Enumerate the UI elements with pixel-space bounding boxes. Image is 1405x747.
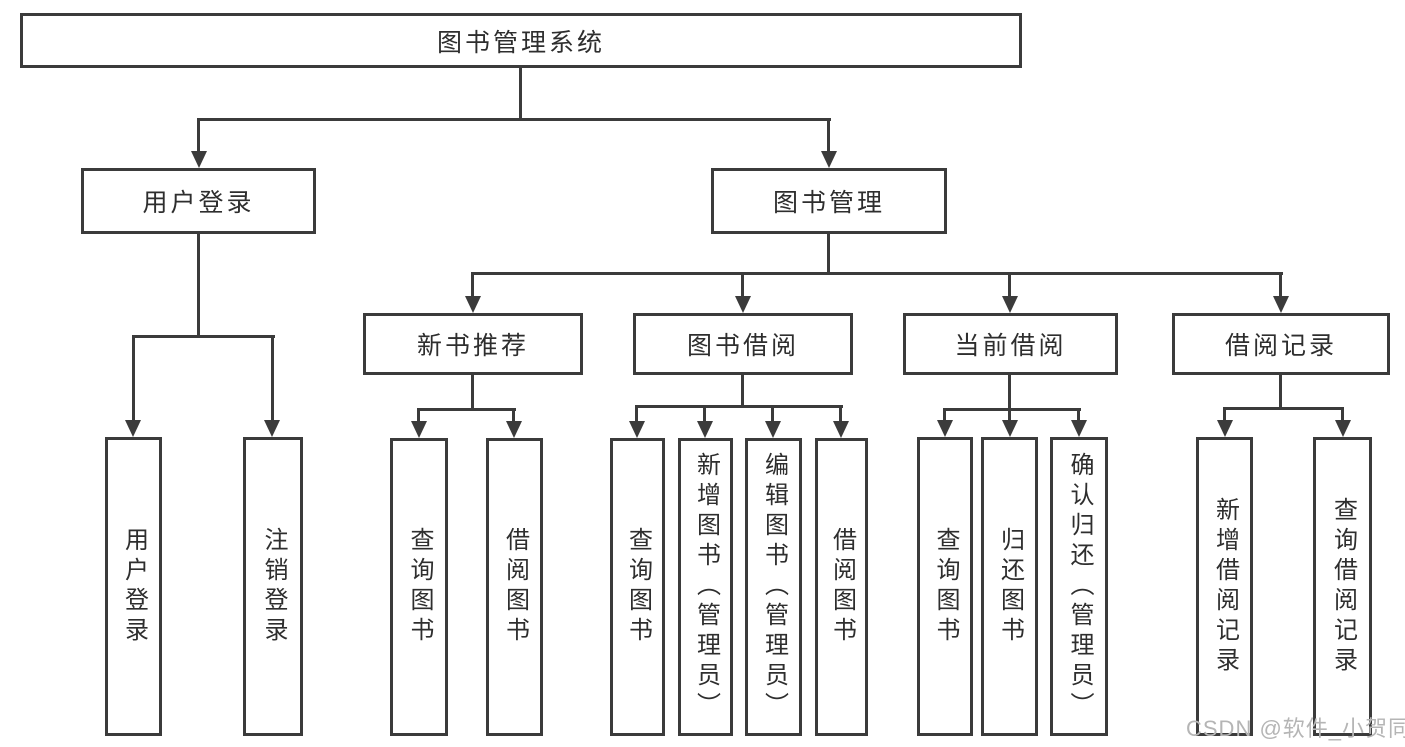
leaf-query-books-borrow: 查询图书 bbox=[610, 438, 665, 736]
arrow-down-icon bbox=[411, 421, 427, 438]
arrow-down-icon bbox=[506, 421, 522, 438]
connector-line bbox=[1341, 407, 1344, 423]
arrow-down-icon bbox=[821, 151, 837, 168]
arrow-down-icon bbox=[1071, 420, 1087, 437]
arrow-down-icon bbox=[937, 420, 953, 437]
node-library-system: 图书管理系统 bbox=[20, 13, 1022, 68]
node-user-login: 用户登录 bbox=[81, 168, 316, 234]
connector-line bbox=[471, 272, 474, 299]
connector-line bbox=[703, 405, 706, 424]
watermark-text: CSDN @软件_小贺同学 bbox=[1186, 716, 1405, 741]
connector-line bbox=[197, 232, 200, 338]
arrow-down-icon bbox=[833, 421, 849, 438]
arrow-down-icon bbox=[629, 421, 645, 438]
arrow-down-icon bbox=[1217, 420, 1233, 437]
connector-line bbox=[827, 118, 830, 154]
connector-line bbox=[1008, 373, 1011, 411]
connector-line bbox=[741, 272, 744, 299]
leaf-logout: 注销登录 bbox=[243, 437, 303, 736]
arrow-down-icon bbox=[1002, 420, 1018, 437]
arrow-down-icon bbox=[1002, 296, 1018, 313]
leaf-add-book-admin: 新增图书（管理员） bbox=[678, 438, 733, 736]
leaf-query-books-recommend: 查询图书 bbox=[390, 438, 448, 736]
arrow-down-icon bbox=[125, 420, 141, 437]
leaf-user-login: 用户登录 bbox=[105, 437, 162, 736]
connector-line bbox=[1223, 407, 1226, 423]
connector-line bbox=[741, 373, 744, 408]
connector-line bbox=[471, 373, 474, 411]
arrow-down-icon bbox=[1273, 296, 1289, 313]
connector-line bbox=[839, 405, 842, 424]
arrow-down-icon bbox=[465, 296, 481, 313]
arrow-down-icon bbox=[735, 296, 751, 313]
connector-line bbox=[512, 408, 515, 424]
connector-line bbox=[1279, 373, 1282, 410]
connector-line bbox=[827, 232, 830, 275]
arrow-down-icon bbox=[765, 421, 781, 438]
connector-line bbox=[943, 408, 946, 423]
connector-line bbox=[1223, 407, 1344, 410]
connector-line bbox=[1008, 272, 1011, 299]
connector-line bbox=[271, 335, 274, 423]
leaf-borrow-books-recommend: 借阅图书 bbox=[486, 438, 543, 736]
leaf-return-books: 归还图书 bbox=[981, 437, 1038, 736]
leaf-query-borrow-record: 查询借阅记录 bbox=[1313, 437, 1372, 736]
connector-line bbox=[1008, 408, 1011, 423]
arrow-down-icon bbox=[191, 151, 207, 168]
leaf-confirm-return-admin: 确认归还（管理员） bbox=[1050, 437, 1108, 736]
arrow-down-icon bbox=[1335, 420, 1351, 437]
node-new-book-recommend: 新书推荐 bbox=[363, 313, 583, 375]
connector-line bbox=[519, 66, 522, 120]
leaf-query-books-current: 查询图书 bbox=[917, 437, 973, 736]
connector-line bbox=[1279, 272, 1282, 299]
node-current-borrowing: 当前借阅 bbox=[903, 313, 1118, 375]
connector-line bbox=[943, 408, 1081, 411]
leaf-edit-book-admin: 编辑图书（管理员） bbox=[745, 438, 802, 736]
leaf-add-borrow-record: 新增借阅记录 bbox=[1196, 437, 1253, 736]
node-borrowing-records: 借阅记录 bbox=[1172, 313, 1390, 375]
connector-line bbox=[417, 408, 420, 424]
connector-line bbox=[417, 408, 516, 411]
connector-line bbox=[771, 405, 774, 424]
node-book-borrowing: 图书借阅 bbox=[633, 313, 853, 375]
connector-line bbox=[1077, 408, 1080, 423]
connector-line bbox=[132, 335, 135, 423]
connector-line bbox=[471, 272, 1283, 275]
leaf-borrow-books: 借阅图书 bbox=[815, 438, 868, 736]
connector-line bbox=[197, 118, 831, 121]
connector-line bbox=[635, 405, 843, 408]
connector-line bbox=[132, 335, 275, 338]
arrow-down-icon bbox=[697, 421, 713, 438]
arrow-down-icon bbox=[264, 420, 280, 437]
connector-line bbox=[197, 118, 200, 154]
connector-line bbox=[635, 405, 638, 424]
node-book-management: 图书管理 bbox=[711, 168, 947, 234]
